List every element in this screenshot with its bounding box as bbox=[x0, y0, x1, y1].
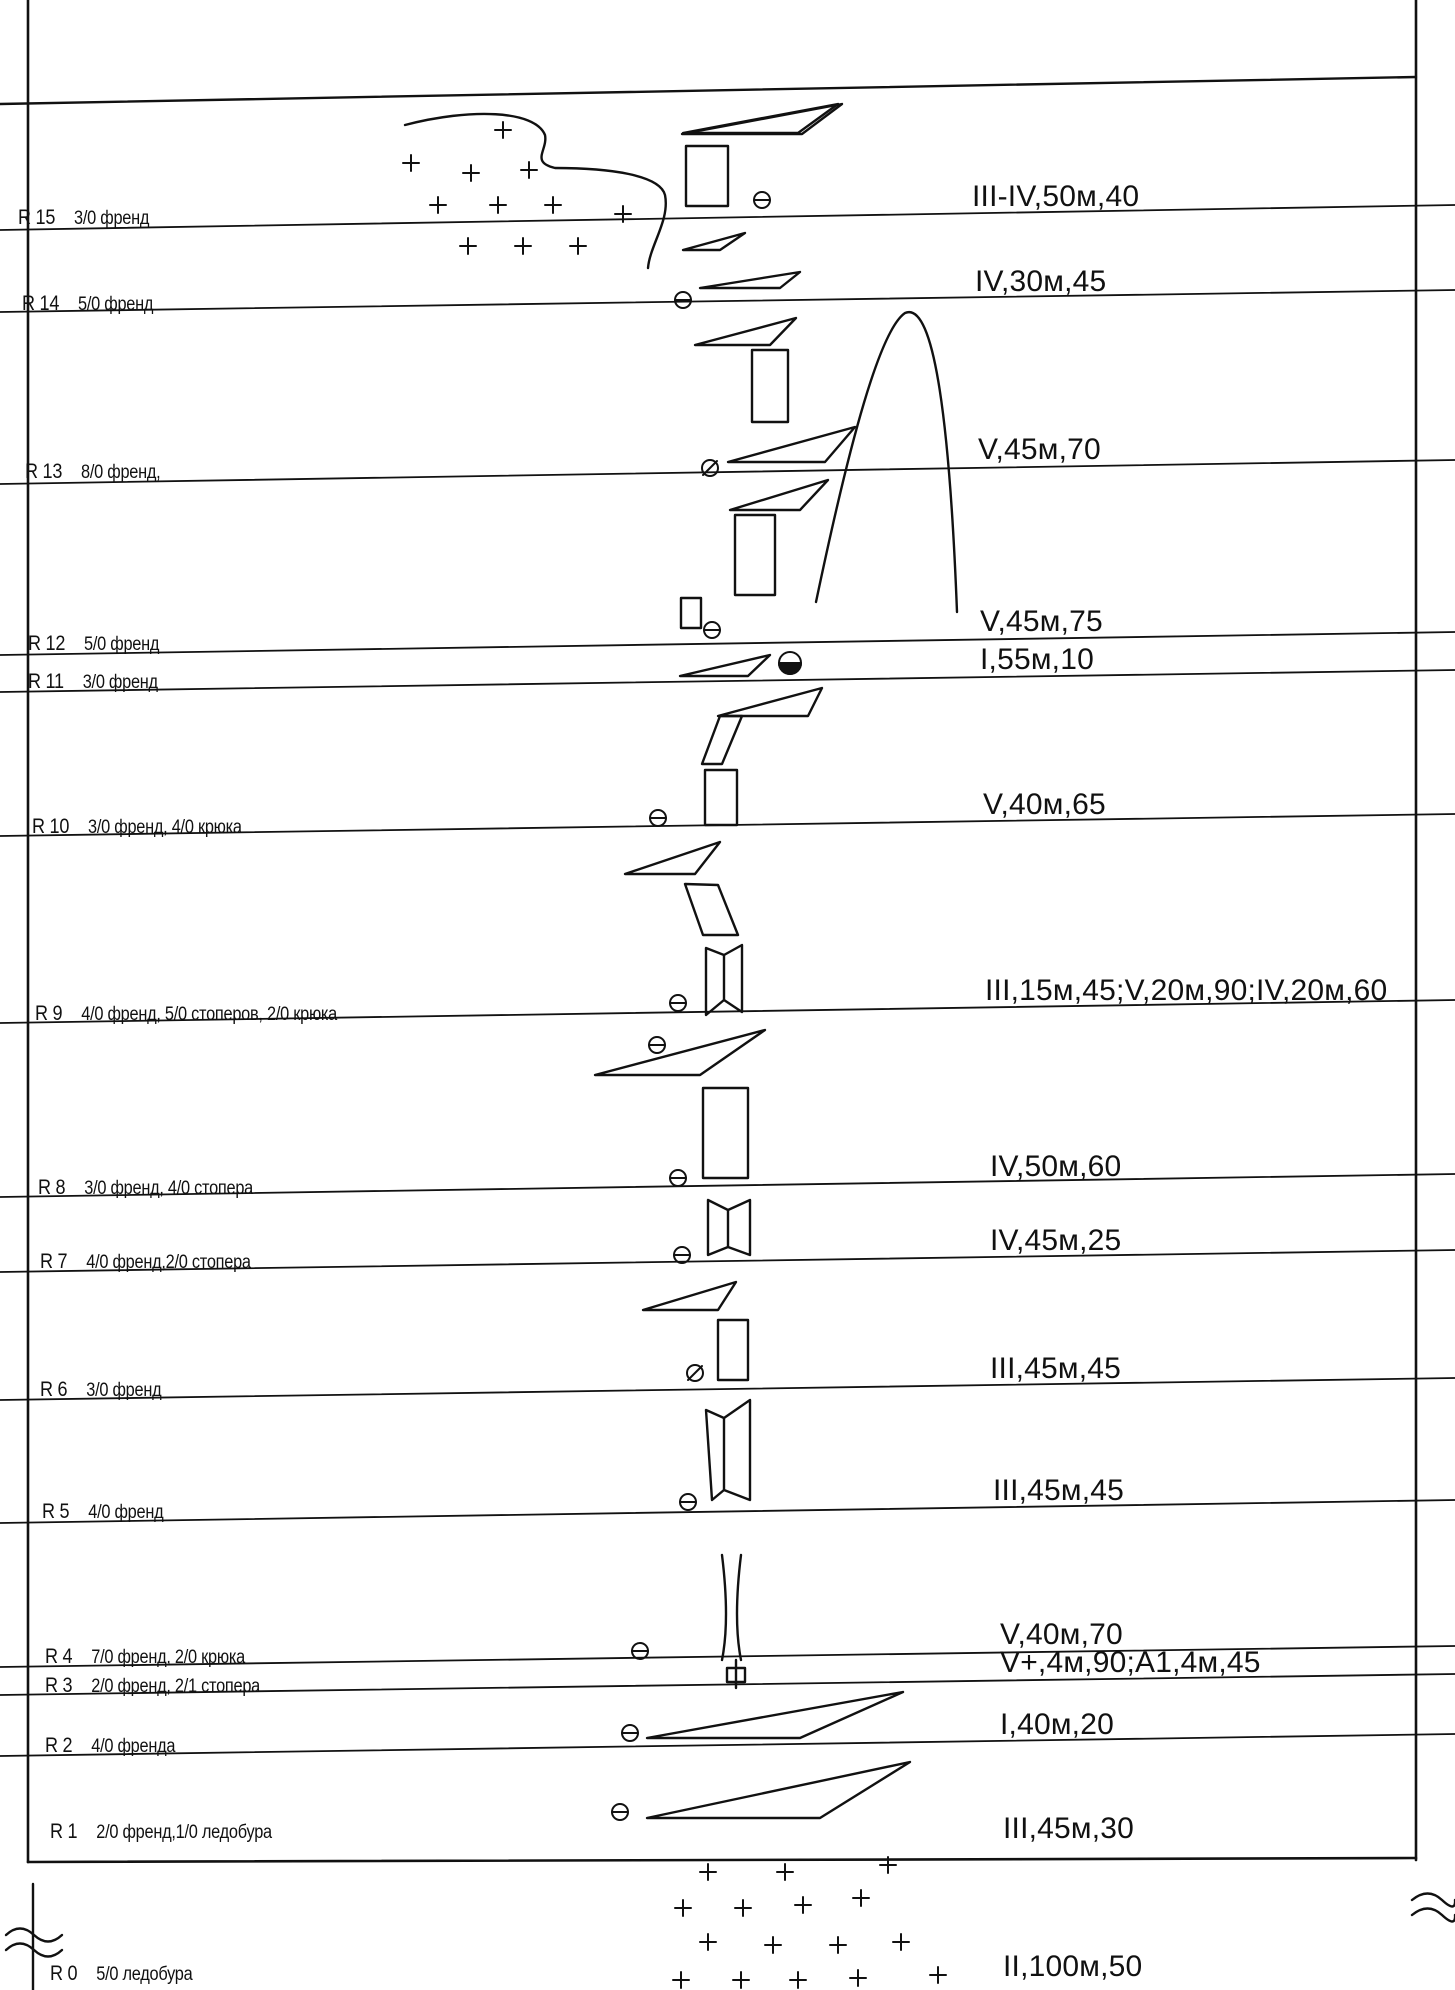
rope-id: R 12 bbox=[28, 632, 66, 655]
rope-label-r1: R 1 2/0 френд,1/0 ледобура bbox=[50, 1820, 272, 1844]
rope-id: R 9 bbox=[35, 1002, 63, 1025]
grade-r7: IV,45м,25 bbox=[990, 1224, 1122, 1257]
rope-id: R 4 bbox=[45, 1645, 73, 1668]
grade-r5: III,45м,45 bbox=[993, 1474, 1125, 1507]
rope-id: R 3 bbox=[45, 1674, 73, 1697]
rope-label-r0: R 0 5/0 ледобура bbox=[50, 1962, 193, 1986]
grade-r13: V,45м,70 bbox=[978, 433, 1101, 466]
rope-gear: 4/0 френд bbox=[88, 1502, 164, 1523]
route-elements bbox=[593, 102, 912, 1820]
rope-label-r7: R 7 4/0 френд,2/0 стопера bbox=[40, 1250, 251, 1274]
rope-label-r12: R 12 5/0 френд bbox=[28, 632, 159, 656]
rope-label-r5: R 5 4/0 френд bbox=[42, 1500, 164, 1524]
grade-r15: III-IV,50м,40 bbox=[972, 180, 1140, 213]
rope-gear: 5/0 ледобура bbox=[96, 1964, 193, 1985]
grade-r1: III,45м,30 bbox=[1003, 1812, 1135, 1845]
rope-gear: 2/0 френд, 2/1 стопера bbox=[91, 1676, 261, 1697]
rope-id: R 1 bbox=[50, 1820, 78, 1843]
break-mark-left bbox=[4, 1927, 64, 1943]
grade-r12: V,45м,75 bbox=[980, 605, 1103, 638]
rope-id: R 11 bbox=[28, 670, 64, 693]
rope-label-r14: R 14 5/0 френд bbox=[22, 292, 153, 316]
rope-gear: 3/0 френд bbox=[82, 672, 158, 693]
grade-r14: IV,30м,45 bbox=[975, 265, 1107, 298]
grade-r9: III,15м,45;V,20м,90;IV,20м,60 bbox=[985, 974, 1388, 1007]
frame-top-line bbox=[0, 75, 1418, 106]
overhang-arc bbox=[814, 310, 959, 614]
rope-gear: 3/0 френд bbox=[74, 208, 150, 229]
rope-gear: 5/0 френд bbox=[78, 294, 154, 315]
rope-label-r15: R 15 3/0 френд bbox=[18, 206, 149, 230]
rope-id: R 0 bbox=[50, 1962, 78, 1985]
rope-label-r13: R 13 8/0 френд, bbox=[25, 460, 161, 484]
rope-gear: 4/0 френда bbox=[91, 1736, 176, 1757]
rope-gear: 2/0 френд,1/0 ледобура bbox=[96, 1822, 272, 1843]
frame-bottom bbox=[26, 1856, 1418, 1864]
rope-gear: 5/0 френд bbox=[84, 634, 160, 655]
break-mark-right bbox=[1410, 1892, 1455, 1908]
snow-markers bbox=[402, 121, 632, 255]
wall bbox=[684, 144, 730, 208]
snow-field-outline bbox=[403, 112, 667, 270]
grade-r2: I,40м,20 bbox=[1000, 1708, 1114, 1741]
grade-r8: IV,50м,60 bbox=[990, 1150, 1122, 1183]
rope-gear: 8/0 френд, bbox=[81, 462, 161, 483]
rope-gear: 3/0 френд, 4/0 стопера bbox=[84, 1178, 254, 1199]
grade-r6: III,45м,45 bbox=[990, 1352, 1122, 1385]
rope-gear: 7/0 френд, 2/0 крюка bbox=[91, 1647, 245, 1668]
rope-gear: 3/0 френд bbox=[86, 1380, 162, 1401]
rope-id: R 14 bbox=[22, 292, 60, 315]
snow-markers-bottom bbox=[672, 1856, 947, 1989]
rope-id: R 13 bbox=[25, 460, 63, 483]
break-mark-left-2 bbox=[4, 1942, 64, 1958]
rope-id: R 2 bbox=[45, 1734, 73, 1757]
rope-label-r3: R 3 2/0 френд, 2/1 стопера bbox=[45, 1674, 260, 1698]
rope-id: R 10 bbox=[32, 815, 70, 838]
rope-label-r9: R 9 4/0 френд, 5/0 стоперов, 2/0 крюка bbox=[35, 1002, 337, 1026]
rope-gear: 4/0 френд, 5/0 стоперов, 2/0 крюка bbox=[81, 1004, 338, 1025]
grade-r11: I,55м,10 bbox=[980, 643, 1094, 676]
station-lines bbox=[0, 204, 1455, 1757]
rope-label-r6: R 6 3/0 френд bbox=[40, 1378, 162, 1402]
rope-id: R 8 bbox=[38, 1176, 66, 1199]
grade-r3: V+,4м,90;A1,4м,45 bbox=[1000, 1646, 1261, 1679]
grade-r4: V,40м,70 bbox=[1000, 1618, 1123, 1651]
rope-label-r8: R 8 3/0 френд, 4/0 стопера bbox=[38, 1176, 253, 1200]
grade-r0: II,100м,50 bbox=[1003, 1950, 1143, 1983]
rope-id: R 5 bbox=[42, 1500, 70, 1523]
rope-id: R 6 bbox=[40, 1378, 68, 1401]
rope-gear: 3/0 френд, 4/0 крюка bbox=[88, 817, 242, 838]
grade-r10: V,40м,65 bbox=[983, 788, 1106, 821]
rope-gear: 4/0 френд,2/0 стопера bbox=[86, 1252, 251, 1273]
rope-label-r2: R 2 4/0 френда bbox=[45, 1734, 175, 1758]
protection-markers bbox=[611, 191, 802, 1821]
rope-id: R 15 bbox=[18, 206, 56, 229]
break-mark-right-2 bbox=[1410, 1907, 1455, 1923]
rope-label-r4: R 4 7/0 френд, 2/0 крюка bbox=[45, 1645, 245, 1669]
rope-id: R 7 bbox=[40, 1250, 68, 1273]
chimney bbox=[720, 1553, 743, 1662]
rope-label-r11: R 11 3/0 френд bbox=[28, 670, 158, 694]
rope-label-r10: R 10 3/0 френд, 4/0 крюка bbox=[32, 815, 242, 839]
